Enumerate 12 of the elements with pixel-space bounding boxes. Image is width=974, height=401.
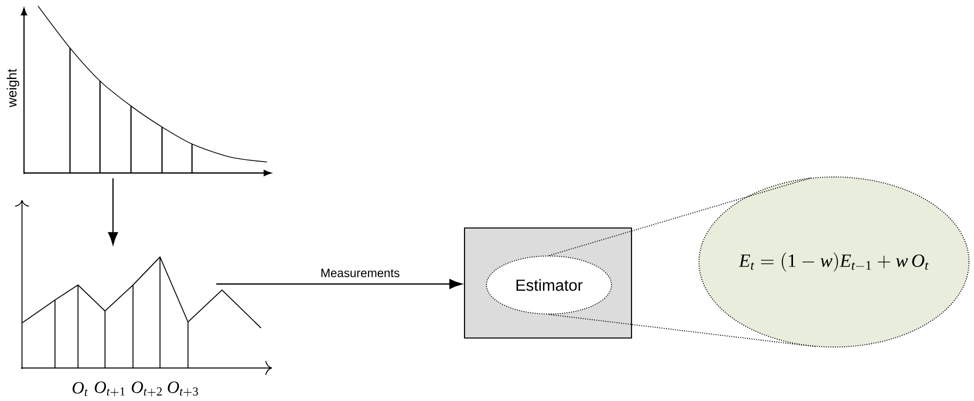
- tick-label: $O_{t+2}$: [132, 381, 162, 397]
- tick-label: $O_{t+1}$: [94, 381, 125, 397]
- zoom-line: [548, 314, 816, 348]
- tick-label: $O_t$: [72, 382, 88, 396]
- arrow: [216, 279, 462, 289]
- signal-chart-drawing: [20, 256, 272, 375]
- zoom-line: [548, 177, 812, 256]
- edge-label: Measurements: [321, 268, 400, 278]
- axis-label: weight: [6, 68, 20, 108]
- weight-chart-drawing: [20, 6, 272, 176]
- tick-label: $O_{t+3}$: [168, 381, 198, 397]
- arrow: [108, 178, 118, 245]
